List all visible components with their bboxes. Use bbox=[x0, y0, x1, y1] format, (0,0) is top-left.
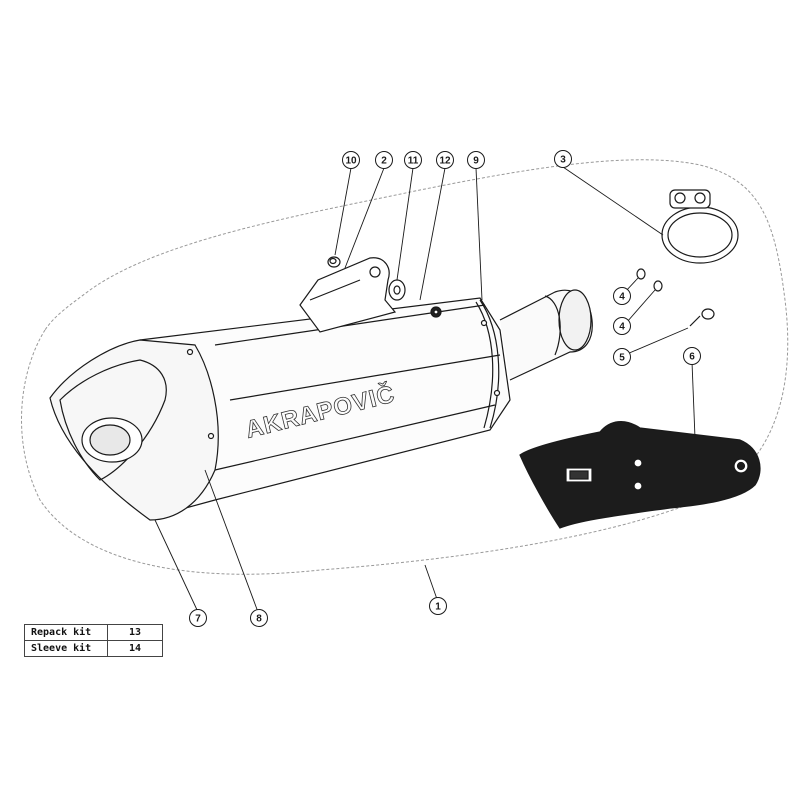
svg-text:4: 4 bbox=[619, 322, 625, 333]
callouts: 10 2 11 12 9 3 4 4 5 6 7 8 1 bbox=[189, 150, 701, 627]
mounting-bracket bbox=[299, 257, 397, 333]
callout-11: 11 bbox=[404, 151, 422, 169]
svg-text:10: 10 bbox=[345, 156, 357, 167]
heat-shield bbox=[519, 421, 761, 529]
kit-name: Sleeve kit bbox=[24, 640, 108, 657]
muffler-body bbox=[139, 297, 511, 516]
callout-4a: 4 bbox=[613, 287, 631, 305]
svg-text:6: 6 bbox=[689, 352, 695, 363]
bracket-hardware bbox=[327, 256, 442, 318]
callout-10: 10 bbox=[342, 151, 360, 169]
callout-6: 6 bbox=[683, 347, 701, 365]
callout-7: 7 bbox=[189, 609, 207, 627]
callout-8: 8 bbox=[250, 609, 268, 627]
svg-text:3: 3 bbox=[560, 155, 566, 166]
kit-number: 13 bbox=[107, 624, 163, 641]
svg-text:2: 2 bbox=[381, 156, 387, 167]
link-pipe bbox=[480, 289, 593, 397]
svg-text:7: 7 bbox=[195, 614, 201, 625]
callout-5: 5 bbox=[613, 348, 631, 366]
callout-3: 3 bbox=[554, 150, 572, 168]
svg-text:12: 12 bbox=[439, 156, 451, 167]
svg-text:11: 11 bbox=[408, 156, 419, 167]
kit-row: Sleeve kit 14 bbox=[24, 640, 163, 657]
svg-text:1: 1 bbox=[435, 602, 441, 613]
svg-text:9: 9 bbox=[473, 156, 479, 167]
clamp bbox=[661, 189, 739, 264]
svg-text:4: 4 bbox=[619, 292, 625, 303]
assembly-outline bbox=[21, 159, 789, 575]
callout-1: 1 bbox=[429, 597, 447, 615]
svg-text:8: 8 bbox=[256, 614, 262, 625]
callout-9: 9 bbox=[467, 151, 485, 169]
svg-text:5: 5 bbox=[619, 353, 625, 364]
washer-parts bbox=[636, 268, 715, 327]
kit-table: Repack kit 13 Sleeve kit 14 bbox=[24, 624, 163, 657]
callout-4b: 4 bbox=[613, 317, 631, 335]
callout-2: 2 bbox=[375, 151, 393, 169]
end-cap bbox=[49, 339, 219, 521]
leader-lines bbox=[154, 166, 696, 613]
kit-row: Repack kit 13 bbox=[24, 624, 163, 641]
kit-number: 14 bbox=[107, 640, 163, 657]
callout-12: 12 bbox=[436, 151, 454, 169]
kit-name: Repack kit bbox=[24, 624, 108, 641]
